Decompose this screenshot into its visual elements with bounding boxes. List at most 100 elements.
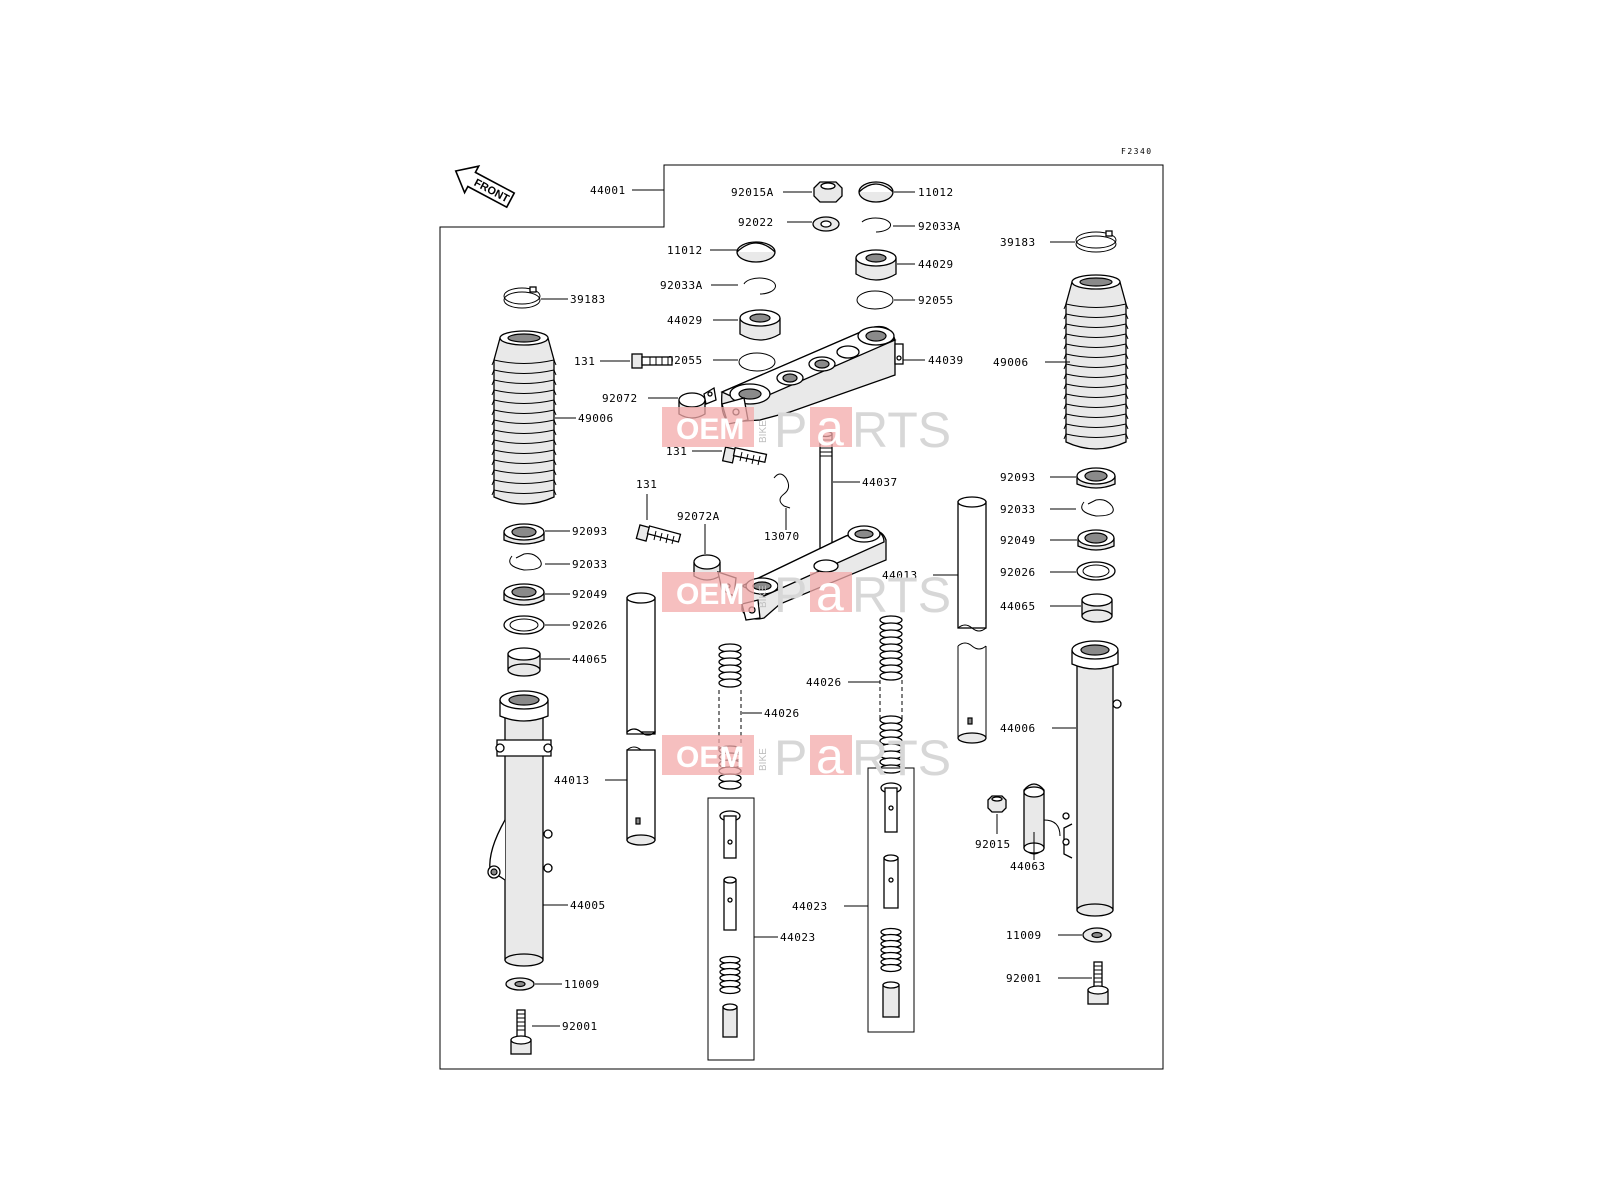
callout-131-c: 131 [636, 478, 657, 491]
top-cap-left [736, 241, 776, 263]
watermark-middle: OEM BIKE P a RTS [662, 565, 951, 623]
outer-tube-left [487, 690, 553, 967]
svg-text:OEM: OEM [676, 413, 744, 446]
svg-text:BIKE: BIKE [758, 748, 769, 771]
callout-44037: 44037 [862, 476, 898, 489]
callout-44063: 44063 [1010, 860, 1046, 873]
front-arrow-icon: FRONT [454, 165, 516, 209]
callout-44026-right: 44026 [806, 676, 842, 689]
pinch-bolt-mid [721, 446, 768, 466]
callout-92072A: 92072A [677, 510, 720, 523]
callout-11009-left: 11009 [564, 978, 600, 991]
callout-92026-left: 92026 [572, 619, 608, 632]
svg-text:BIKE: BIKE [758, 585, 769, 608]
stem-nut [813, 181, 843, 203]
svg-text:BIKE: BIKE [758, 420, 769, 443]
callout-92033-left: 92033 [572, 558, 608, 571]
callout-92033A-b: 92033A [660, 279, 703, 292]
callout-92026-right: 92026 [1000, 566, 1036, 579]
callout-92049-right: 92049 [1000, 534, 1036, 547]
callout-44023-right: 44023 [792, 900, 828, 913]
callout-39183-left: 39183 [570, 293, 606, 306]
watermark-lower: OEM BIKE P a RTS [662, 728, 951, 786]
clamp-nut [987, 795, 1007, 813]
callout-49006-right: 49006 [993, 356, 1029, 369]
slide-bushing-right [1081, 593, 1113, 623]
svg-text:P: P [774, 730, 807, 786]
callout-92022: 92022 [738, 216, 774, 229]
callout-44023-left: 44023 [780, 931, 816, 944]
callout-44005: 44005 [570, 899, 606, 912]
seal-washer-left [503, 615, 545, 635]
svg-text:a: a [816, 400, 844, 456]
callout-11009-right: 11009 [1006, 929, 1042, 942]
circlip-top-left [743, 277, 776, 295]
pinch-bolt-top [631, 353, 673, 369]
callout-13070: 13070 [764, 530, 800, 543]
watermark-upper: OEM BIKE P a RTS [662, 400, 951, 458]
slide-bushing-left [507, 647, 541, 677]
svg-text:RTS: RTS [852, 402, 951, 458]
callout-11012-b: 11012 [667, 244, 703, 257]
fork-boot-left [491, 330, 557, 505]
callout-131-b: 131 [666, 445, 687, 458]
callout-11012-a: 11012 [918, 186, 954, 199]
outer-tube-right [1062, 640, 1122, 917]
boot-band-left [503, 286, 541, 309]
callout-44006: 44006 [1000, 722, 1036, 735]
axle-bolt-left [510, 1009, 532, 1055]
wire-clip [773, 473, 791, 509]
callout-92015A: 92015A [731, 186, 774, 199]
callout-44001: 44001 [590, 184, 626, 197]
boot-band-right [1075, 230, 1117, 253]
inner-tube-right [957, 496, 987, 744]
oil-seal-right [1077, 529, 1115, 551]
svg-text:OEM: OEM [676, 578, 744, 611]
callout-44013-left: 44013 [554, 774, 590, 787]
callout-44065-left: 44065 [572, 653, 608, 666]
o-ring-right [856, 290, 894, 310]
callout-44029-b: 44029 [918, 258, 954, 271]
svg-text:RTS: RTS [852, 567, 951, 623]
retaining-clip-left [509, 553, 542, 571]
svg-text:RTS: RTS [852, 730, 951, 786]
callout-44039: 44039 [928, 354, 964, 367]
callout-44065-right: 44065 [1000, 600, 1036, 613]
assembly-frame [439, 164, 1164, 1070]
svg-text:P: P [774, 567, 807, 623]
damper-rod-left [707, 797, 755, 1061]
svg-text:a: a [816, 565, 844, 621]
callout-92015: 92015 [975, 838, 1011, 851]
diagram-code: F2340 [1121, 147, 1153, 156]
axle-clamp [1023, 783, 1061, 855]
callout-92055-b: 92055 [918, 294, 954, 307]
callout-92033A-a: 92033A [918, 220, 961, 233]
callout-44029-a: 44029 [667, 314, 703, 327]
fork-spring-right [879, 615, 903, 774]
seal-washer-right [1076, 561, 1116, 581]
inner-tube-left [626, 592, 656, 846]
callout-92055-a: 92055 [667, 354, 703, 367]
callout-44026-left: 44026 [764, 707, 800, 720]
svg-text:a: a [816, 728, 844, 784]
fork-top-plug-left [739, 309, 781, 341]
fork-boot-right [1063, 274, 1129, 450]
callout-92049-left: 92049 [572, 588, 608, 601]
callout-92033-right: 92033 [1000, 503, 1036, 516]
callout-92093-left: 92093 [572, 525, 608, 538]
dust-seal-left [503, 523, 545, 545]
stem-washer [812, 216, 840, 232]
retaining-clip-right [1081, 499, 1114, 517]
callout-131-a: 131 [574, 355, 595, 368]
pinch-bolt-lower [635, 524, 682, 545]
dust-seal-right [1076, 467, 1116, 489]
drain-gasket-left [505, 977, 535, 991]
svg-text:P: P [774, 402, 807, 458]
callout-44013-right: 44013 [882, 569, 918, 582]
callout-49006-left: 49006 [578, 412, 614, 425]
circlip-top-right [861, 217, 892, 233]
damper-rod-right [867, 767, 915, 1033]
top-cap-right [858, 181, 894, 203]
callout-92072: 92072 [602, 392, 638, 405]
